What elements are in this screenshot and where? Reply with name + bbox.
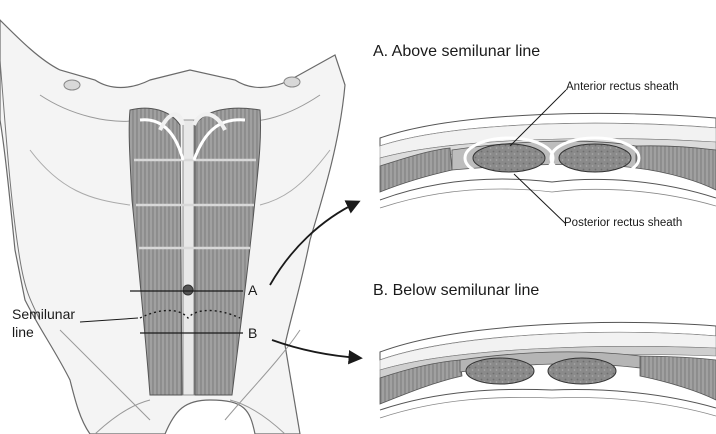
marker-b-label: B	[248, 326, 257, 340]
transversalis-fascia-b	[380, 389, 716, 410]
rectus-muscle-left-b	[466, 358, 534, 384]
peritoneum-a	[380, 179, 716, 200]
panel-a-title: A. Above semilunar line	[373, 44, 540, 60]
semilunar-label-line1: Semilunar	[12, 307, 75, 321]
torso-illustration	[0, 20, 345, 434]
cross-section-b	[380, 322, 716, 418]
marker-a-label: A	[248, 283, 257, 297]
rectus-muscle-right-b	[548, 358, 616, 384]
deep-line-a	[380, 189, 716, 208]
lateral-muscle-right-b	[640, 356, 716, 400]
semilunar-label-line2: line	[12, 325, 34, 339]
rectus-muscle-left-a	[473, 144, 545, 172]
posterior-rectus-sheath-label: Posterior rectus sheath	[564, 218, 682, 230]
nipple-right	[284, 77, 300, 87]
anterior-rectus-sheath-label: Anterior rectus sheath	[566, 82, 679, 94]
umbilicus	[183, 285, 193, 295]
cross-section-a	[380, 90, 716, 224]
deep-line-b	[380, 397, 716, 418]
panel-b-title: B. Below semilunar line	[373, 283, 539, 299]
nipple-left	[64, 80, 80, 90]
rectus-muscle-right-a	[559, 144, 631, 172]
